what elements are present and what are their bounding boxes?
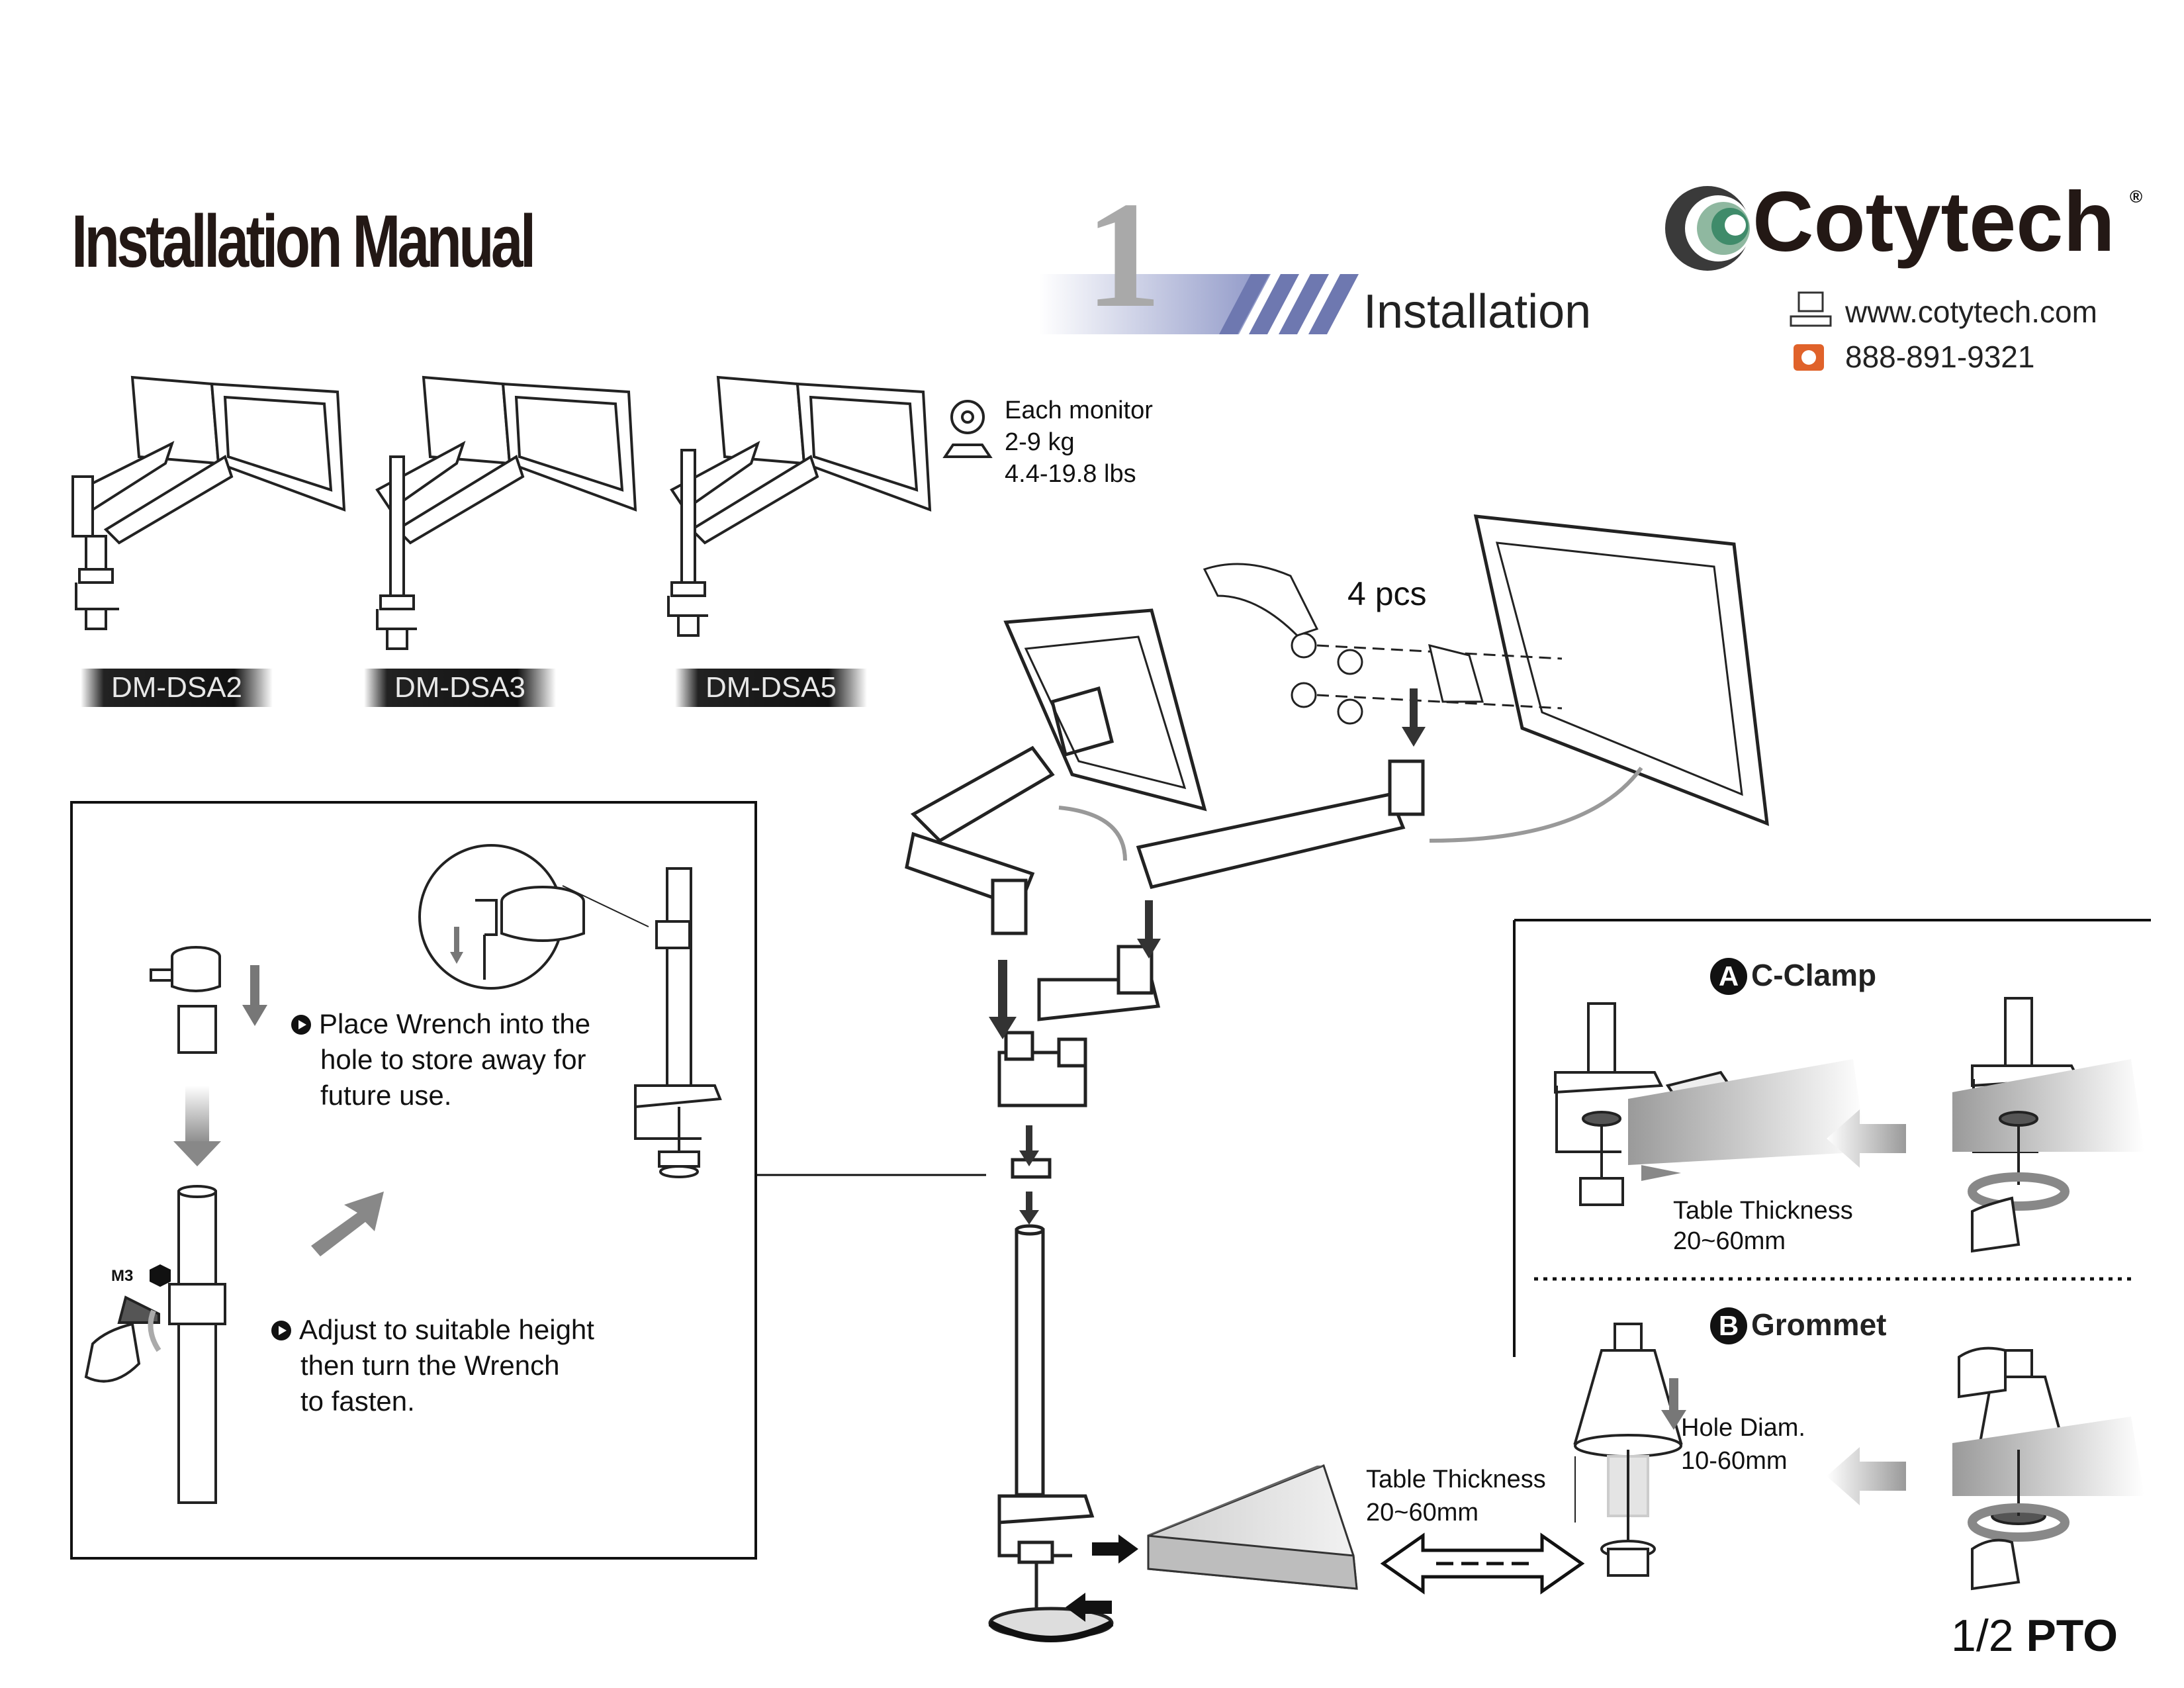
step-banner <box>1039 274 1359 334</box>
double-arrow-icon <box>1380 1532 1585 1595</box>
table-thickness-main-label: Table Thickness <box>1366 1466 1546 1493</box>
c-clamp-arrow-icon <box>1827 1109 1906 1168</box>
m3-hex-icon <box>150 1264 171 1287</box>
down-arrow-icon <box>242 965 267 1026</box>
step-title: Installation <box>1363 285 1592 338</box>
m3-label: M3 <box>111 1267 134 1285</box>
wrench-storage-detail <box>418 844 649 990</box>
hole-diameter-label: Hole Diam. <box>1681 1414 1805 1442</box>
phone-number: 888-891-9321 <box>1845 340 2035 374</box>
adjust-note-line-1: Adjust to suitable height <box>271 1312 594 1348</box>
brand-name: Cotytech <box>1752 175 2115 269</box>
adjust-note-line-3: to fasten. <box>300 1385 415 1417</box>
pole-with-wrench-drawing <box>84 1185 226 1504</box>
website-link[interactable]: www.cotytech.com <box>1845 295 2097 329</box>
page-number: 1/2 <box>1951 1611 2014 1661</box>
clamp-thickness-range: 20~60mm <box>1673 1227 1786 1255</box>
pole-clamp-drawing <box>634 867 722 1178</box>
adjust-height-note: Adjust to suitable height then turn the … <box>271 1312 594 1419</box>
wrench-note-text-1: Place Wrench into the <box>319 1008 591 1039</box>
grommet-hole-diameter: Hole Diam. 10-60mm <box>1681 1411 1805 1477</box>
page-indicator: 1/2 PTO <box>1951 1610 2118 1662</box>
wrench-note-line-3: future use. <box>320 1080 452 1111</box>
big-down-arrow-icon <box>173 1086 221 1166</box>
step-number: 1 <box>1085 170 1161 339</box>
c-clamp-step2-drawing <box>1952 997 2144 1253</box>
adjust-note-line-2: then turn the Wrench <box>300 1350 560 1381</box>
model-label-dsa2: DM-DSA2 <box>81 669 273 707</box>
weight-line-2: 2-9 kg <box>1005 428 1075 456</box>
pto-label: PTO <box>2026 1611 2118 1661</box>
weight-icon <box>942 400 993 458</box>
wrench-note-line-1: Place Wrench into the <box>291 1006 590 1042</box>
computer-icon <box>1790 291 1832 327</box>
options-panel-frame <box>1513 919 2151 1357</box>
table-thickness-main: Table Thickness 20~60mm <box>1366 1463 1546 1529</box>
arm-drawing <box>905 745 1643 1179</box>
grommet-step1-drawing <box>1573 1323 1683 1577</box>
table-thickness-main-range: 20~60mm <box>1366 1499 1479 1526</box>
model-label-dsa5: DM-DSA5 <box>675 669 867 707</box>
play-bullet-icon <box>271 1321 291 1340</box>
pole-instruction-box <box>70 801 757 1560</box>
wrench-note-line-2: hole to store away for <box>320 1044 586 1075</box>
clamp-thickness: Table Thickness 20~60mm <box>1673 1196 1853 1256</box>
diagonal-arrow-icon <box>311 1192 384 1256</box>
grommet-arrow-icon <box>1661 1378 1906 1505</box>
option-b-badge: B <box>1710 1307 1747 1344</box>
weight-line-1: Each monitor <box>1005 397 1153 424</box>
table-slab-drawing <box>1147 1464 1358 1590</box>
grommet-title: Grommet <box>1751 1307 1887 1342</box>
c-clamp-title: C-Clamp <box>1751 958 1877 992</box>
screws-count: 4 pcs <box>1347 575 1427 612</box>
down-arrows-icon <box>989 688 1426 1225</box>
vesa-screws-drawing <box>1203 563 1563 725</box>
hole-diameter-range: 10-60mm <box>1681 1447 1788 1475</box>
registered-mark: ® <box>2130 187 2143 207</box>
grommet-step2-drawing <box>1952 1346 2144 1591</box>
model-dsa5-drawing <box>667 375 932 637</box>
adjust-note-text-1: Adjust to suitable height <box>299 1314 594 1345</box>
right-monitor-drawing <box>1473 514 1769 826</box>
collar-drawing <box>150 946 221 1054</box>
manual-title: Installation Manual <box>71 200 536 283</box>
clamp-push-arrows-icon <box>1066 1534 1138 1622</box>
main-pole-drawing <box>988 1224 1114 1642</box>
cotytech-logo-icon <box>1665 186 1751 271</box>
option-a-badge: A <box>1710 958 1747 995</box>
left-monitor-drawing <box>1003 608 1207 812</box>
clamp-thickness-label: Table Thickness <box>1673 1197 1853 1225</box>
wrench-storage-note: Place Wrench into the hole to store away… <box>291 1006 590 1113</box>
phone-icon <box>1794 344 1824 371</box>
c-clamp-step1-drawing <box>1554 1002 1866 1206</box>
play-bullet-icon <box>291 1015 311 1035</box>
weight-line-3: 4.4-19.8 lbs <box>1005 460 1136 488</box>
weight-spec: Each monitor 2-9 kg 4.4-19.8 lbs <box>1005 395 1153 490</box>
model-label-dsa3: DM-DSA3 <box>364 669 556 707</box>
model-dsa3-drawing <box>375 375 637 650</box>
model-dsa2-drawing <box>71 375 346 630</box>
